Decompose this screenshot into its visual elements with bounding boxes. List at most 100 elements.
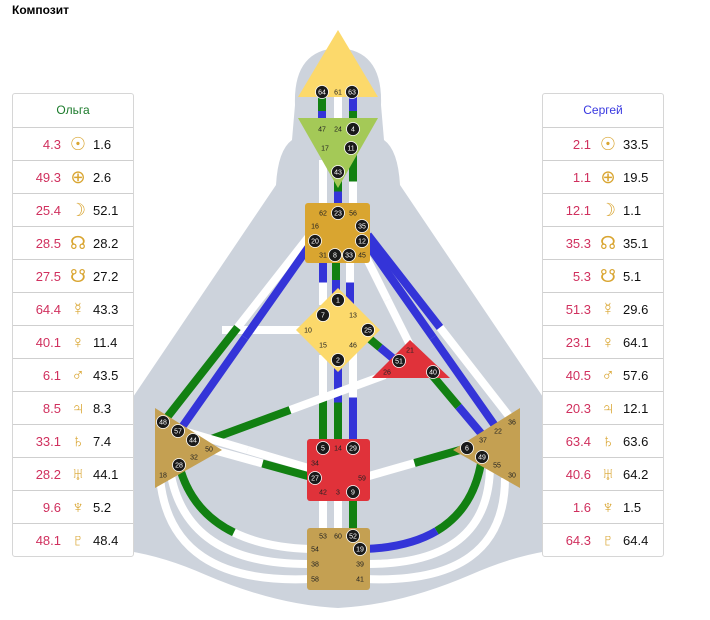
- gate-28[interactable]: 28: [172, 458, 186, 472]
- earth-icon: ⊕: [600, 167, 616, 187]
- gate-44[interactable]: 44: [186, 433, 200, 447]
- gate-55[interactable]: 55: [493, 463, 501, 470]
- gate-33[interactable]: 33: [342, 248, 356, 262]
- gate-47[interactable]: 47: [318, 127, 326, 134]
- gate-20[interactable]: 20: [308, 234, 322, 248]
- spleen-center: [155, 408, 222, 488]
- gate-number: 12: [358, 239, 366, 246]
- gate-53[interactable]: 53: [319, 534, 327, 541]
- mercury-icon: ☿: [601, 299, 615, 319]
- gate-7[interactable]: 7: [316, 308, 330, 322]
- gate-11[interactable]: 11: [344, 141, 358, 155]
- gate-19[interactable]: 19: [353, 542, 367, 556]
- planet-row: 28.5☊28.2: [13, 227, 133, 260]
- gate-34[interactable]: 34: [311, 461, 319, 468]
- gate-12[interactable]: 12: [355, 234, 369, 248]
- gate-35[interactable]: 35: [355, 219, 369, 233]
- gate-60[interactable]: 60: [334, 534, 342, 541]
- gate-40[interactable]: 40: [426, 365, 440, 379]
- gate-62[interactable]: 62: [319, 211, 327, 218]
- gate-18[interactable]: 18: [159, 473, 167, 480]
- gate-38[interactable]: 38: [311, 562, 319, 569]
- gate-5[interactable]: 5: [316, 441, 330, 455]
- gate-50[interactable]: 50: [205, 447, 213, 454]
- gate-number: 63: [348, 90, 356, 97]
- channel-arc: [364, 456, 486, 553]
- gate-64[interactable]: 64: [315, 85, 329, 99]
- gate-number: 37: [479, 438, 487, 445]
- gate-30[interactable]: 30: [508, 473, 516, 480]
- gate-17[interactable]: 17: [321, 146, 329, 153]
- gate-54[interactable]: 54: [311, 547, 319, 554]
- gate-4[interactable]: 4: [346, 122, 360, 136]
- planet-row: 25.4☽52.1: [13, 194, 133, 227]
- planet-row: 35.3☊35.1: [543, 227, 663, 260]
- gate-marker: [426, 365, 440, 379]
- design-value: 64.3: [565, 532, 591, 548]
- gate-36[interactable]: 36: [508, 420, 516, 427]
- gate-number: 46: [349, 343, 357, 350]
- throat-center: [305, 203, 370, 263]
- gate-29[interactable]: 29: [346, 441, 360, 455]
- planet-row: 63.4♄63.6: [543, 425, 663, 458]
- personality-value: 19.5: [623, 169, 649, 185]
- gate-41[interactable]: 41: [356, 577, 364, 584]
- gate-27[interactable]: 27: [308, 471, 322, 485]
- channel-segment: [261, 459, 317, 482]
- gate-51[interactable]: 51: [392, 354, 406, 368]
- moon-icon: ☽: [599, 200, 617, 220]
- gate-number: 33: [345, 253, 353, 260]
- planet-row: 9.6♆5.2: [13, 491, 133, 524]
- personality-value: 35.1: [623, 235, 649, 251]
- channel-arc: [364, 464, 494, 569]
- gate-37[interactable]: 37: [479, 438, 487, 445]
- gate-number: 42: [319, 490, 327, 497]
- gate-10[interactable]: 10: [304, 328, 312, 335]
- gate-63[interactable]: 63: [345, 85, 359, 99]
- gate-32[interactable]: 32: [190, 455, 198, 462]
- gate-22[interactable]: 22: [494, 429, 502, 436]
- gate-56[interactable]: 56: [349, 211, 357, 218]
- gate-31[interactable]: 31: [319, 253, 327, 260]
- gate-58[interactable]: 58: [311, 577, 319, 584]
- gate-25[interactable]: 25: [361, 323, 375, 337]
- gate-46[interactable]: 46: [349, 343, 357, 350]
- gate-21[interactable]: 21: [406, 348, 414, 355]
- channel-segment: [428, 372, 462, 410]
- design-value: 23.1: [565, 334, 591, 350]
- gate-43[interactable]: 43: [331, 165, 345, 179]
- gate-2[interactable]: 2: [331, 353, 345, 367]
- gate-48[interactable]: 48: [156, 415, 170, 429]
- gate-16[interactable]: 16: [311, 224, 319, 231]
- gate-3[interactable]: 3: [336, 490, 340, 497]
- gate-23[interactable]: 23: [331, 206, 345, 220]
- gate-45[interactable]: 45: [358, 253, 366, 260]
- design-value: 9.6: [42, 499, 61, 515]
- gate-marker: [392, 354, 406, 368]
- gate-number: 64: [318, 90, 326, 97]
- gate-13[interactable]: 13: [349, 313, 357, 320]
- gate-39[interactable]: 39: [356, 562, 364, 569]
- gate-14[interactable]: 14: [334, 446, 342, 453]
- gate-61[interactable]: 61: [334, 90, 342, 97]
- gate-52[interactable]: 52: [346, 529, 360, 543]
- gate-57[interactable]: 57: [171, 424, 185, 438]
- gate-number: 1: [336, 298, 340, 305]
- design-value: 64.4: [35, 301, 61, 317]
- gate-8[interactable]: 8: [328, 248, 342, 262]
- gate-number: 62: [319, 211, 327, 218]
- gate-59[interactable]: 59: [358, 476, 366, 483]
- gate-6[interactable]: 6: [460, 441, 474, 455]
- gate-number: 19: [356, 547, 364, 554]
- gate-15[interactable]: 15: [319, 343, 327, 350]
- gate-9[interactable]: 9: [346, 485, 360, 499]
- gate-42[interactable]: 42: [319, 490, 327, 497]
- gate-number: 55: [493, 463, 501, 470]
- gate-49[interactable]: 49: [475, 450, 489, 464]
- gate-26[interactable]: 26: [383, 370, 391, 377]
- gate-24[interactable]: 24: [334, 127, 342, 134]
- gate-1[interactable]: 1: [331, 293, 345, 307]
- gate-marker: [331, 206, 345, 220]
